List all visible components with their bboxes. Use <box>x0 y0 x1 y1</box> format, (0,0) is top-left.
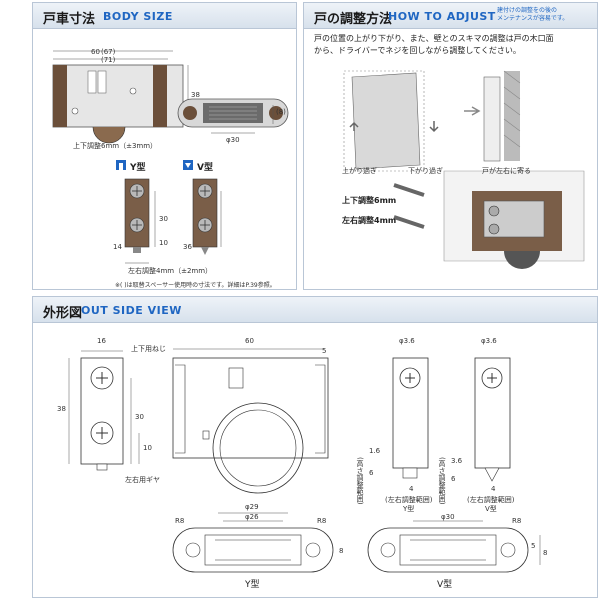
ov-gear-label: 左右用ギヤ <box>125 476 160 484</box>
ov-dim-60: 60 <box>245 337 254 345</box>
adjust-ud-label: 上下調整6mm <box>342 196 397 205</box>
dim-67: (67) <box>101 48 116 56</box>
outside-view-panel: 外形図 OUT SIDE VIEW <box>32 296 598 598</box>
dim-38: 38 <box>191 91 200 99</box>
ov-v-small: V型 <box>485 505 497 513</box>
dim-14: 14 <box>113 243 122 251</box>
lift-label: 上下調整6mm（±3mm） <box>73 142 158 150</box>
ov-dim-6a: 6 <box>369 469 374 477</box>
ov-dim-5b: 5 <box>531 542 536 550</box>
ov-lr-range-b: (左右調整範囲) <box>467 496 515 504</box>
label-too-low: 下がり過ぎ <box>408 167 443 175</box>
dim-36: 36 <box>183 243 192 251</box>
ov-dim-4a: 4 <box>409 485 414 493</box>
ov-dim-30: 30 <box>135 413 144 421</box>
ov-lr-range-a: (左右調整範囲) <box>385 496 433 504</box>
ov-dim-6b: 6 <box>451 475 456 483</box>
ov-r8a: R8 <box>175 517 185 525</box>
how-to-adjust-panel: 戸の調整方法 HOW TO ADJUST 建付けの調整をの後の メンテナンスが容… <box>303 2 598 290</box>
ov-v-type: V型 <box>437 580 453 590</box>
lr-label: 左右調整4mm（±2mm） <box>128 267 213 275</box>
adjust-title-en: HOW TO ADJUST <box>388 10 496 23</box>
adjust-title-jp: 戸の調整方法 <box>314 12 393 27</box>
ov-phi36-a: φ3.6 <box>399 337 415 345</box>
adjust-side-note: 建付けの調整をの後の メンテナンスが容易です。 <box>497 7 569 22</box>
outside-view-drawing <box>68 348 541 573</box>
y-type-label: Y型 <box>130 163 146 173</box>
dim-60: 60 <box>91 48 100 56</box>
ov-dim-16b: 1.6 <box>369 447 381 455</box>
label-too-high: 上がり過ぎ <box>342 167 377 175</box>
dim-side: (8) <box>276 108 286 116</box>
outside-title-en: OUT SIDE VIEW <box>81 304 182 317</box>
adjust-drawing <box>343 70 585 269</box>
ov-dim-5: 5 <box>322 347 327 355</box>
outside-view-header: 外形図 OUT SIDE VIEW <box>33 297 597 323</box>
how-to-adjust-header: 戸の調整方法 HOW TO ADJUST 建付けの調整をの後の メンテナンスが容… <box>304 3 597 29</box>
ov-dim-36b: 3.6 <box>451 457 463 465</box>
ov-y-small: Y型 <box>403 505 415 513</box>
ov-dim-8a: 8 <box>339 547 344 555</box>
ov-screw-label: 上下用ねじ <box>131 345 166 353</box>
ov-phi30: φ30 <box>441 513 455 521</box>
body-size-panel: 戸車寸法 BODY SIZE <box>32 2 297 290</box>
ov-dim-8b: 8 <box>543 549 548 557</box>
ov-phi36-b: φ3.6 <box>481 337 497 345</box>
ov-dim-10: 10 <box>143 444 152 452</box>
adjust-description: 戸の位置の上がり下がり、また、壁とのスキマの調整は戸の木口面 から、ドライバーで… <box>314 34 554 55</box>
label-side: 戸が左右に寄る <box>482 167 531 175</box>
ov-y-type: Y型 <box>245 580 260 590</box>
ov-lift-range-b: (高さ調整範囲) <box>438 457 446 505</box>
dim-10: 10 <box>159 239 168 247</box>
dim-phi30: φ30 <box>226 136 240 144</box>
ov-dim-16: 16 <box>97 337 106 345</box>
body-size-header: 戸車寸法 BODY SIZE <box>33 3 296 29</box>
v-type-label: V型 <box>197 163 213 173</box>
ov-dim-38: 38 <box>57 405 66 413</box>
body-size-footnote: ※( )は取替スペーサー使用時の寸法です。詳細はP.39参照。 <box>115 282 276 289</box>
dim-30: 30 <box>159 215 168 223</box>
ov-r8c: R8 <box>512 517 522 525</box>
ov-r8b: R8 <box>317 517 327 525</box>
ov-phi29: φ29 <box>245 503 259 511</box>
ov-dim-4b: 4 <box>491 485 496 493</box>
body-size-title-en: BODY SIZE <box>103 10 173 23</box>
ov-lift-range-a: (高さ調整範囲) <box>356 457 364 505</box>
outside-title-jp: 外形図 <box>43 306 83 321</box>
ov-phi26: φ26 <box>245 513 259 521</box>
dim-71: (71) <box>101 56 116 64</box>
body-size-title-jp: 戸車寸法 <box>43 12 96 27</box>
adjust-lr-label: 左右調整4mm <box>342 216 397 225</box>
body-size-drawing <box>52 50 289 264</box>
